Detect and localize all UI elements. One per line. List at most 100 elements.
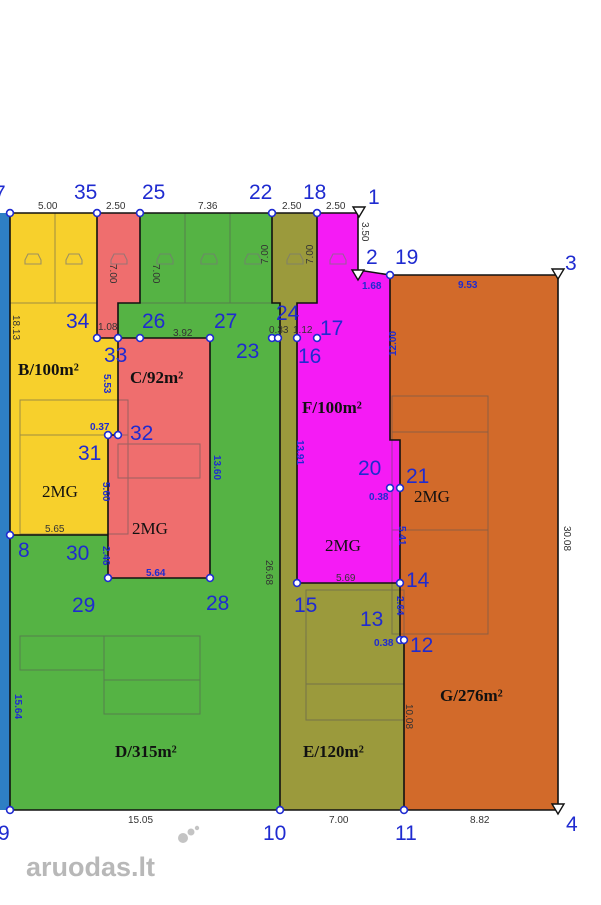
- plot-f-label: F/100m²: [302, 398, 362, 417]
- dimension-label: 0.38: [369, 492, 389, 503]
- dimension-label: 1.08: [98, 322, 118, 333]
- point-label: 12: [410, 634, 433, 657]
- point-markers: [5, 208, 409, 815]
- dimension-label: 15.64: [12, 694, 23, 719]
- point-label: 27: [214, 310, 237, 333]
- car-icon: [24, 253, 42, 265]
- point-numbers: 7 35 25 22 18 1 2 19 3 34 26 27 24 17 33…: [0, 181, 578, 845]
- garage-label: 2MG: [325, 536, 361, 555]
- point-label: 10: [263, 822, 286, 845]
- triangle-marker-4: [550, 803, 566, 816]
- point-label: 1: [368, 186, 380, 209]
- point-label: 16: [298, 345, 321, 368]
- plot-d-fill: [10, 213, 280, 810]
- triangle-marker-1: [351, 206, 367, 219]
- dimension-label: 10.08: [403, 704, 414, 729]
- plot-e-fill: [272, 213, 404, 810]
- dimension-label: 5.53: [101, 374, 112, 394]
- dimension-label: 1.12: [293, 325, 313, 336]
- watermark: aruodas.lt: [26, 825, 200, 882]
- point-label: 11: [395, 822, 417, 845]
- dimension-label: 0.37: [90, 422, 110, 433]
- dimension-label: 8.82: [470, 815, 490, 826]
- point-label: 17: [320, 317, 343, 340]
- dimension-label: 2.50: [326, 201, 346, 212]
- garage-labels: 2MG 2MG 2MG 2MG: [42, 482, 450, 555]
- point-label: 25: [142, 181, 165, 204]
- garage-label: 2MG: [42, 482, 78, 501]
- plot-area-labels: B/100m² C/92m² D/315m² E/120m² F/100m² G…: [18, 360, 503, 761]
- car-icon: [329, 253, 347, 265]
- dimension-label: 5.41: [396, 526, 407, 546]
- point-label: 13: [360, 608, 383, 631]
- point-label: 23: [236, 340, 259, 363]
- dimension-label: 5.60: [100, 482, 111, 502]
- point-label: 2: [366, 246, 378, 269]
- dimension-label: 13.60: [211, 455, 222, 480]
- plot-b-fill: [10, 213, 118, 535]
- point-label: 24: [276, 302, 300, 325]
- point-label: 33: [104, 344, 127, 367]
- dimension-label: 12.00: [388, 331, 399, 356]
- point-label: 32: [130, 422, 153, 445]
- dimension-label: 1.68: [362, 281, 382, 292]
- car-icon: [200, 253, 218, 265]
- dimension-label: 2.46: [100, 546, 111, 566]
- point-label: 7: [0, 182, 6, 205]
- dimension-label: 3.50: [359, 222, 370, 242]
- plot-a-strip: [0, 213, 10, 810]
- triangle-marker-3: [550, 268, 566, 281]
- watermark-text: aruodas.lt: [26, 852, 155, 882]
- dimension-label: 30.08: [561, 526, 572, 551]
- point-label: 8: [18, 539, 30, 562]
- garage-label: 2MG: [132, 519, 168, 538]
- point-label: 22: [249, 181, 272, 204]
- plot-g-label: G/276m²: [440, 686, 503, 705]
- dimension-label: 7.00: [305, 244, 316, 264]
- dimension-label: 2.50: [106, 201, 126, 212]
- parking-car-icons: [24, 253, 347, 265]
- car-icon: [65, 253, 83, 265]
- dimension-label: 7.00: [107, 264, 118, 284]
- dimension-labels: 5.00 2.50 7.36 2.50 2.50 3.50 1.68 9.53 …: [10, 201, 572, 826]
- building-outlines: [10, 213, 489, 721]
- car-icon: [110, 253, 128, 265]
- dimension-label: 5.00: [38, 201, 58, 212]
- dimension-label: 7.00: [329, 815, 349, 826]
- dimension-label: 0.38: [374, 638, 394, 649]
- point-label: 21: [406, 465, 429, 488]
- point-label: 26: [142, 310, 165, 333]
- point-label: 3: [565, 252, 577, 275]
- point-label: 18: [303, 181, 326, 204]
- point-label: 15: [294, 594, 317, 617]
- car-icon: [286, 253, 304, 265]
- dimension-label: 13.91: [294, 440, 305, 465]
- point-label: 9: [0, 822, 10, 845]
- point-label: 31: [78, 442, 101, 465]
- point-label: 14: [406, 569, 430, 592]
- triangle-marker-2: [350, 269, 366, 282]
- dimension-label: 5.65: [45, 524, 65, 535]
- plot-f-fill: [297, 213, 400, 583]
- point-label: 30: [66, 542, 89, 565]
- point-label: 4: [566, 813, 578, 836]
- plot-g-fill: [390, 275, 558, 810]
- dimension-label: 18.13: [10, 315, 21, 340]
- plot-e-label: E/120m²: [303, 742, 364, 761]
- dimension-label: 5.64: [146, 568, 166, 579]
- point-label: 20: [358, 457, 381, 480]
- dimension-label: 2.64: [394, 596, 405, 616]
- car-icon: [156, 253, 174, 265]
- corner-triangles: [350, 206, 566, 816]
- plot-d-label: D/315m²: [115, 742, 177, 761]
- dimension-label: 2.50: [282, 201, 302, 212]
- dimension-label: 7.00: [260, 244, 271, 264]
- dimension-label: 7.36: [198, 201, 218, 212]
- garage-label: 2MG: [414, 487, 450, 506]
- plot-c-label: C/92m²: [130, 368, 183, 387]
- dimension-label: 5.69: [336, 573, 356, 584]
- dimension-label: 26.68: [263, 560, 274, 585]
- point-label: 29: [72, 594, 95, 617]
- dimension-label: 15.05: [128, 815, 153, 826]
